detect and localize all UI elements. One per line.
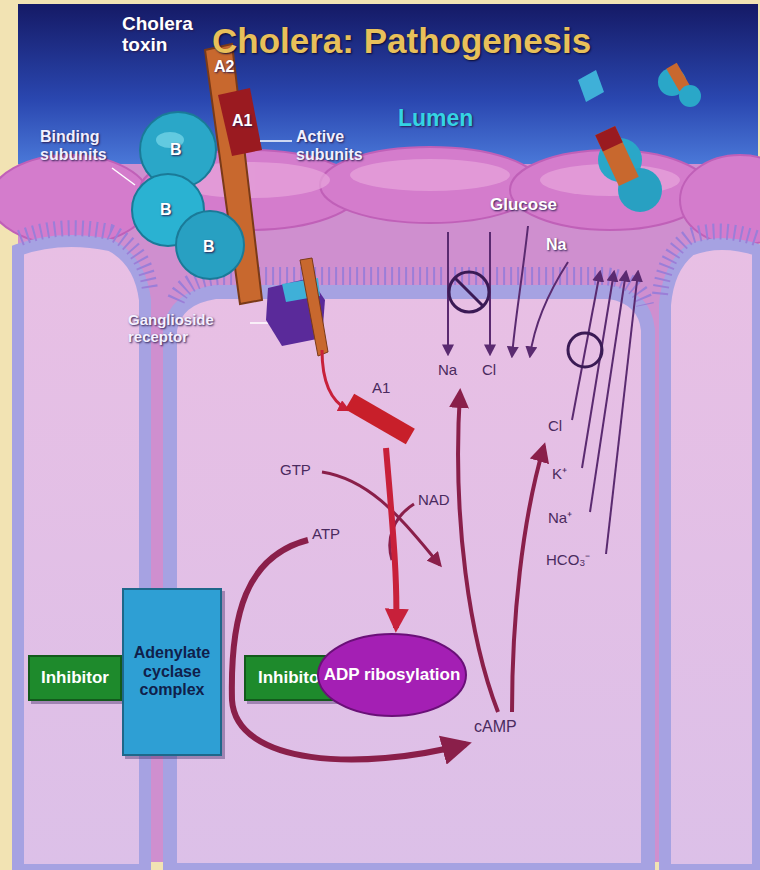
fragment-name: A1 — [372, 380, 390, 397]
molecule-name: ATP — [312, 526, 340, 543]
ion-name: Na⁺ — [548, 510, 572, 527]
ion-name: Na — [438, 362, 457, 379]
ion-name: Cl — [548, 418, 562, 435]
enzyme-box: Adenylate cyclase complex — [122, 588, 222, 756]
region-name: Lumen — [398, 106, 473, 131]
molecule-name: NAD — [418, 492, 450, 509]
part-name: Active subunits — [296, 128, 386, 163]
part-name: Binding subunits — [40, 128, 130, 163]
part-name: Ganglioside receptor — [128, 312, 248, 345]
subunit-letter: B — [170, 141, 182, 159]
molecule-name: cAMP — [474, 718, 517, 736]
toxin-name: Cholera toxin — [122, 14, 202, 56]
node-text: Inhibitor — [258, 668, 326, 688]
process-ellipse: ADP ribosylation — [316, 632, 468, 718]
subunit-letter: A1 — [232, 112, 252, 130]
ion-name: Cl — [482, 362, 496, 379]
subunit-letter: B — [160, 201, 172, 219]
subunit-letter: B — [203, 238, 215, 256]
node-text: ADP ribosylation — [324, 665, 461, 685]
subunit-letter: A2 — [214, 58, 234, 76]
inhibitor-box: Inhibitor — [28, 655, 122, 701]
diagram-title: Cholera: Pathogenesis — [212, 22, 591, 61]
molecule-name: GTP — [280, 462, 311, 479]
node-text: Inhibitor — [41, 668, 109, 688]
ion-name: K⁺ — [552, 466, 567, 483]
node-text: Adenylate cyclase complex — [130, 644, 214, 699]
molecule-name: Glucose — [490, 196, 557, 215]
ion-name: HCO₃⁻ — [546, 552, 590, 569]
ion-name: Na — [546, 236, 566, 254]
